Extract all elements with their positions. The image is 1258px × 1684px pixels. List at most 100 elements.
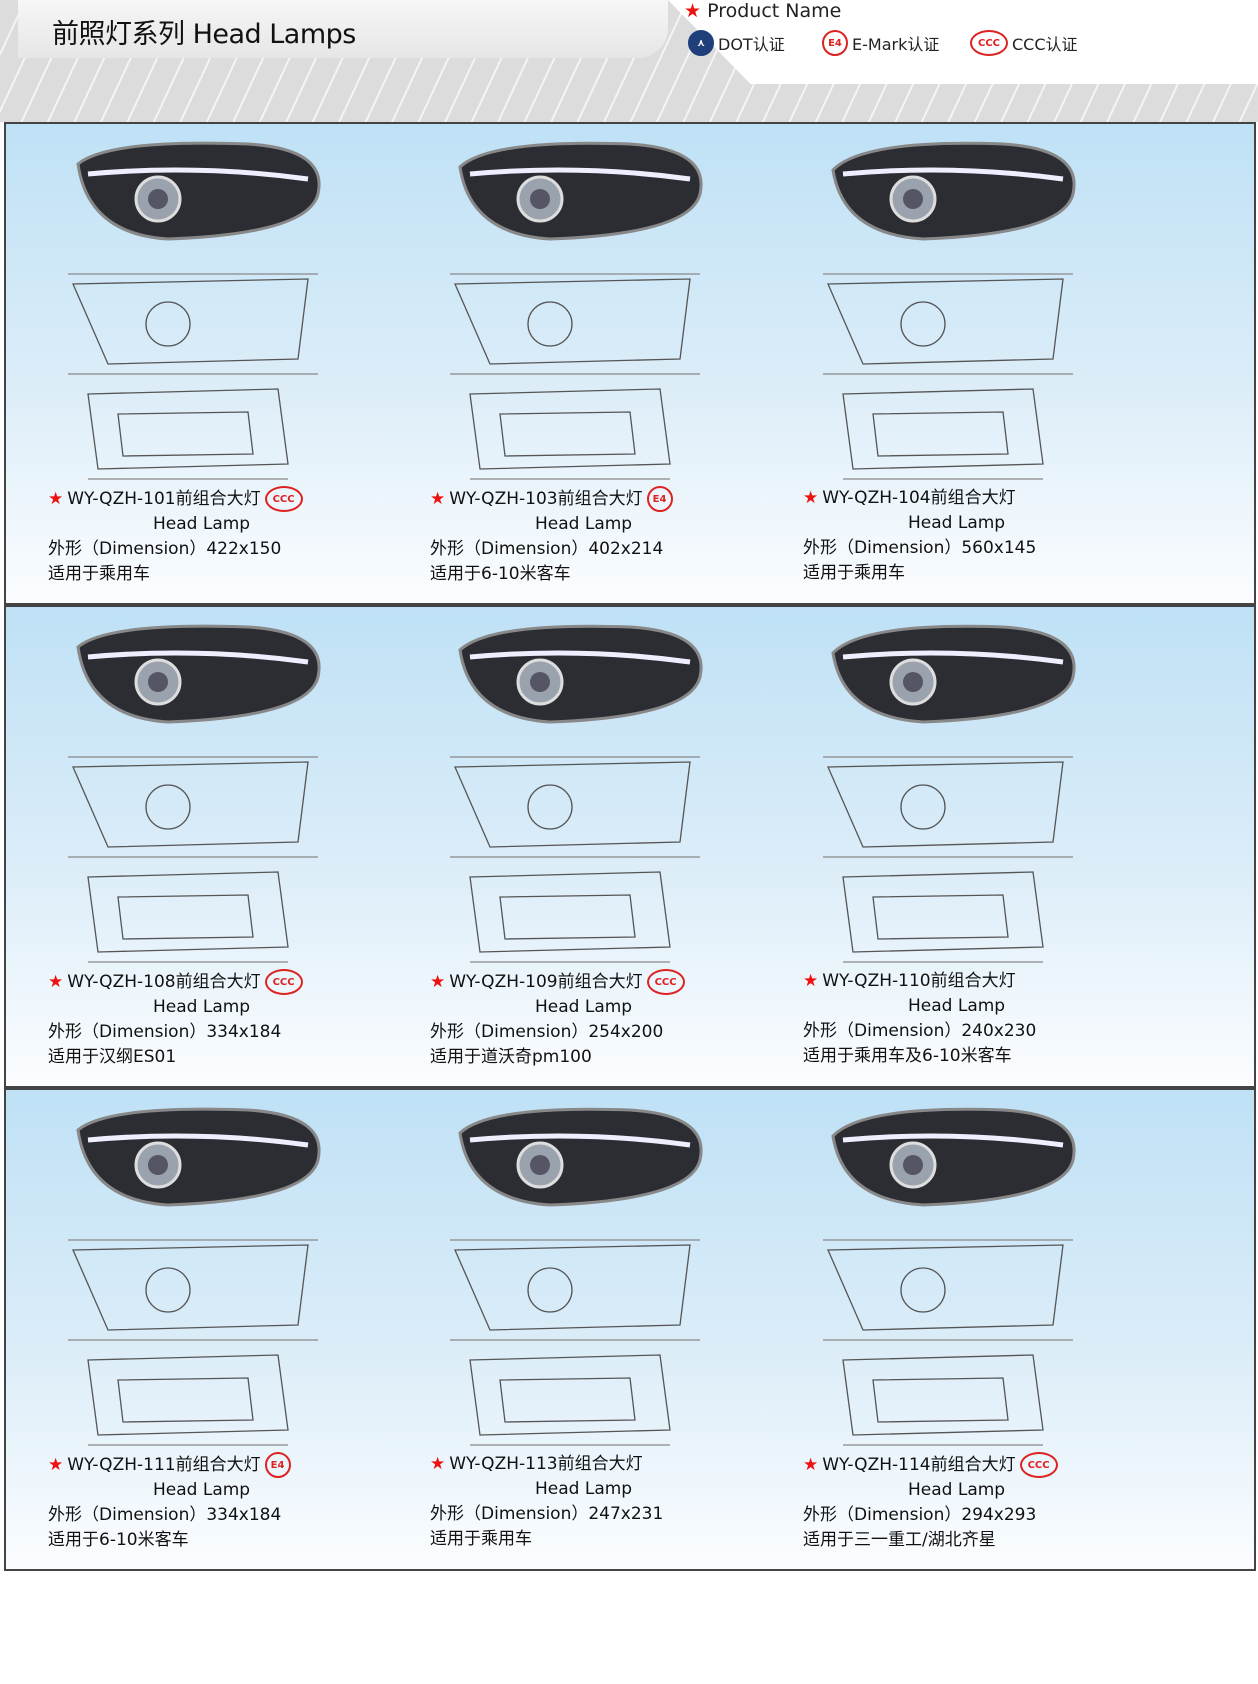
product-dimension: 外形（Dimension）334x184	[48, 1505, 282, 1525]
legend-area	[668, 0, 1258, 84]
product-subtitle: Head Lamp	[153, 1480, 251, 1500]
product-card: ★WY-QZH-113前组合大灯 Head Lamp 外形（Dimension）…	[430, 1090, 830, 1570]
product-subtitle: Head Lamp	[153, 514, 251, 534]
product-dimension: 外形（Dimension）422x150	[48, 539, 282, 559]
star-icon: ★	[803, 1454, 819, 1475]
headlamp-photo	[76, 141, 321, 241]
page-title: 前照灯系列 Head Lamps	[52, 19, 356, 50]
star-icon: ★	[684, 0, 702, 22]
product-name: WY-QZH-110前组合大灯	[822, 971, 1016, 991]
headlamp-photo	[831, 1107, 1076, 1207]
product-name: WY-QZH-103前组合大灯	[449, 488, 643, 509]
product-application: 适用于道沃奇pm100	[430, 1047, 592, 1067]
technical-drawing	[450, 1239, 700, 1446]
product-name-row: ★ WY-QZH-113前组合大灯	[430, 1452, 830, 1477]
legend-label: Product Name	[707, 0, 842, 22]
product-name-row: ★WY-QZH-110前组合大灯	[803, 969, 1203, 994]
legend-product-name: ★ Product Name	[684, 0, 841, 22]
product-name-row: ★WY-QZH-104前组合大灯	[803, 486, 1203, 511]
product-card: ★WY-QZH-104前组合大灯 Head Lamp 外形（Dimension）…	[803, 124, 1203, 604]
ccc-icon: CCC	[264, 969, 303, 995]
headlamp-photo	[76, 624, 321, 724]
product-name: WY-QZH-101前组合大灯	[67, 488, 261, 509]
title-bar	[18, 0, 668, 58]
headlamp-photo	[831, 141, 1076, 241]
star-icon: ★	[48, 971, 64, 992]
page-header: 前照灯系列 Head Lamps ★ Product Name ⋏DOT认证 E…	[0, 0, 1258, 122]
product-name: WY-QZH-111前组合大灯	[67, 1454, 261, 1475]
dot-icon: ⋏	[688, 30, 714, 56]
product-application: 适用于6-10米客车	[430, 564, 571, 584]
cert-label: CCC认证	[1012, 35, 1078, 54]
product-subtitle: Head Lamp	[908, 996, 1006, 1016]
product-images	[450, 624, 703, 963]
product-application: 适用于乘用车	[803, 563, 905, 583]
ccc-icon: CCC	[970, 30, 1008, 56]
product-images	[68, 624, 321, 963]
product-subtitle: Head Lamp	[535, 514, 633, 534]
ccc-icon: CCC	[646, 969, 685, 995]
product-subtitle: Head Lamp	[535, 997, 633, 1017]
product-subtitle: Head Lamp	[153, 997, 251, 1017]
product-caption: ★WY-QZH-113前组合大灯 Head Lamp 外形（Dimension）…	[430, 1452, 830, 1552]
product-application: 适用于乘用车	[430, 1529, 532, 1549]
headlamp-photo	[458, 624, 703, 724]
product-application: 适用于乘用车及6-10米客车	[803, 1046, 1012, 1066]
product-subtitle: Head Lamp	[908, 1480, 1006, 1500]
headlamp-photo	[831, 624, 1076, 724]
star-icon: ★	[803, 971, 819, 991]
emark-icon: E4	[822, 30, 848, 56]
product-name: WY-QZH-108前组合大灯	[67, 971, 261, 992]
star-icon: ★	[48, 488, 64, 509]
headlamp-photo	[76, 1107, 321, 1207]
product-dimension: 外形（Dimension）254x200	[430, 1022, 664, 1042]
technical-drawing	[823, 756, 1073, 963]
product-dimension: 外形（Dimension）240x230	[803, 1021, 1037, 1041]
technical-drawing	[823, 273, 1073, 480]
product-name: WY-QZH-114前组合大灯	[822, 1454, 1016, 1475]
product-application: 适用于乘用车	[48, 564, 150, 584]
product-images	[450, 1107, 703, 1446]
product-application: 适用于6-10米客车	[48, 1530, 189, 1550]
product-subtitle: Head Lamp	[535, 1479, 633, 1499]
product-images	[68, 141, 321, 480]
star-icon: ★	[803, 488, 819, 508]
product-images	[823, 1107, 1076, 1446]
product-application: 适用于三一重工/湖北齐星	[803, 1530, 996, 1550]
product-dimension: 外形（Dimension）560x145	[803, 538, 1037, 558]
product-caption: ★WY-QZH-104前组合大灯 Head Lamp 外形（Dimension）…	[803, 486, 1203, 586]
product-images	[823, 141, 1076, 480]
star-icon: ★	[430, 488, 446, 509]
technical-drawing	[68, 1239, 318, 1446]
technical-drawing	[823, 1239, 1073, 1446]
product-name: WY-QZH-109前组合大灯	[449, 971, 643, 992]
star-icon: ★	[48, 1454, 64, 1475]
headlamp-photo	[458, 141, 703, 241]
product-name: WY-QZH-113前组合大灯	[449, 1454, 643, 1474]
product-card: ★WY-QZH-110前组合大灯 Head Lamp 外形（Dimension）…	[803, 607, 1203, 1087]
legend-dot: ⋏DOT认证	[688, 30, 785, 56]
emark-icon: E4	[646, 486, 673, 512]
product-subtitle: Head Lamp	[908, 513, 1006, 533]
cert-label: DOT认证	[718, 35, 785, 54]
technical-drawing	[450, 756, 700, 963]
emark-icon: E4	[264, 1452, 291, 1478]
technical-drawing	[68, 273, 318, 480]
